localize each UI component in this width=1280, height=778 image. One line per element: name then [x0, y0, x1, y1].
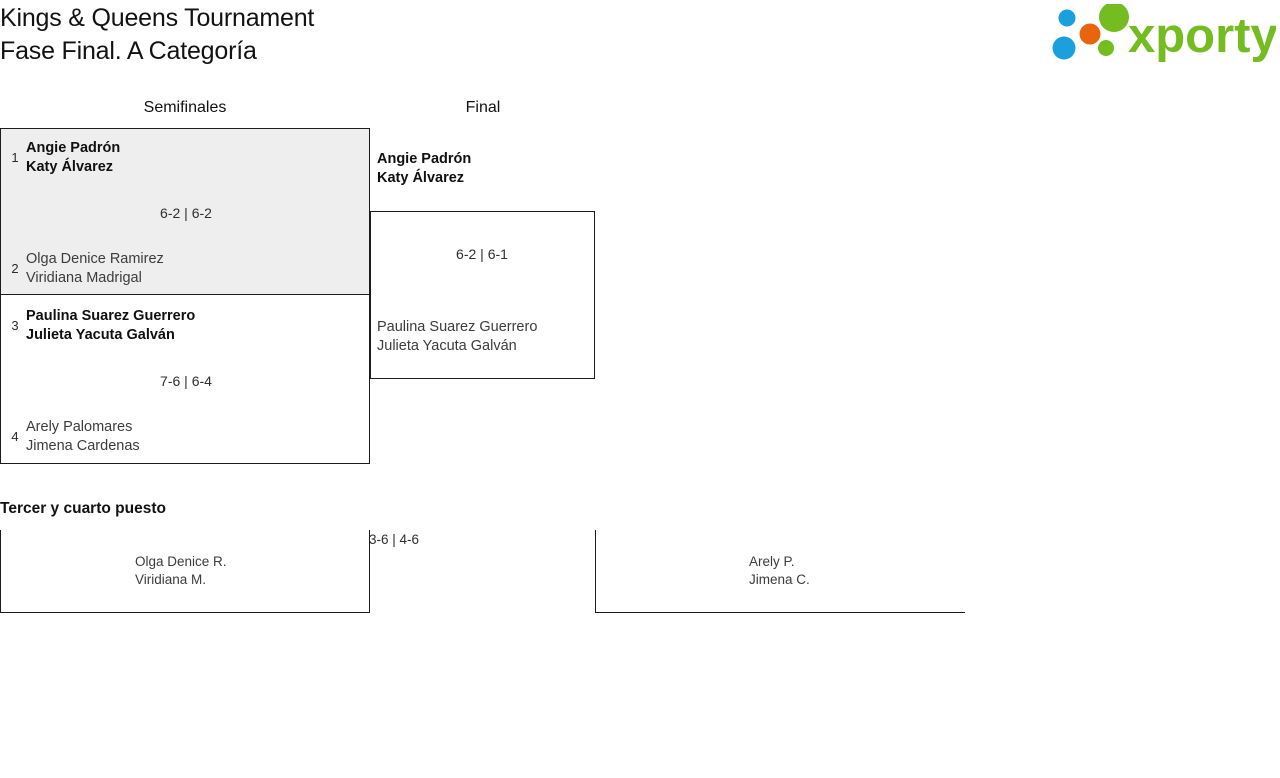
player-name: Julieta Yacuta Galván	[26, 327, 175, 343]
logo-dot-blue-top	[1058, 9, 1076, 27]
player-name: Angie Padrón	[26, 140, 121, 156]
third-place-team-right: Arely P. Jimena C.	[749, 553, 810, 588]
xporty-logo[interactable]: xporty	[1050, 4, 1276, 68]
third-place-bracket-right[interactable]	[595, 530, 965, 613]
player-name: Paulina Suarez Guerrero	[377, 319, 538, 335]
player-name: Paulina Suarez Guerrero	[26, 308, 196, 324]
team-name-winner: Paulina Suarez Guerrero Julieta Yacuta G…	[26, 307, 195, 345]
match-score: 7-6 | 6-4	[160, 373, 212, 389]
third-place-bracket-left[interactable]	[0, 530, 370, 613]
page-title: Kings & Queens Tournament Fase Final. A …	[0, 2, 800, 68]
final-team-winner: Angie Padrón Katy Álvarez	[377, 150, 471, 188]
seed-number: 4	[11, 429, 19, 444]
tournament-name: Kings & Queens Tournament	[0, 4, 315, 32]
player-name: Jimena C.	[749, 571, 810, 587]
player-name: Viridiana Madrigal	[26, 270, 142, 286]
final-team-loser: Paulina Suarez Guerrero Julieta Yacuta G…	[377, 318, 537, 356]
logo-wordmark: xporty	[1128, 9, 1276, 63]
logo-dot-orange	[1079, 23, 1101, 45]
final-match-score: 6-2 | 6-1	[456, 246, 508, 262]
final-match[interactable]	[370, 211, 595, 379]
xporty-logo-graphic: xporty	[1052, 4, 1276, 63]
team-name-winner: Angie Padrón Katy Álvarez	[26, 139, 120, 177]
seed-number: 1	[11, 150, 19, 165]
third-place-team-left: Olga Denice R. Viridiana M.	[135, 553, 227, 588]
player-name: Viridiana M.	[135, 571, 207, 587]
seed-number: 3	[11, 318, 19, 333]
player-name: Katy Álvarez	[377, 170, 465, 186]
semifinal-match-1[interactable]: 1 Angie Padrón Katy Álvarez 6-2 | 6-2 2 …	[0, 128, 370, 295]
team-name-loser: Arely Palomares Jimena Cardenas	[26, 418, 140, 456]
player-name: Olga Denice Ramirez	[26, 251, 164, 267]
match-score: 6-2 | 6-2	[160, 205, 212, 221]
player-name: Jimena Cardenas	[26, 438, 140, 454]
semifinal-match-2[interactable]: 3 Paulina Suarez Guerrero Julieta Yacuta…	[0, 294, 370, 464]
player-name: Angie Padrón	[377, 151, 472, 167]
seed-number: 2	[11, 261, 19, 276]
logo-dot-green-large	[1099, 4, 1129, 32]
logo-dot-green-small	[1098, 40, 1114, 56]
player-name: Katy Álvarez	[26, 159, 114, 175]
tournament-phase: Fase Final. A Categoría	[0, 37, 257, 65]
player-name: Arely P.	[749, 554, 795, 569]
player-name: Arely Palomares	[26, 419, 133, 435]
logo-dot-blue-bottom	[1052, 36, 1076, 60]
round-header-final: Final	[465, 99, 501, 116]
third-place-heading: Tercer y cuarto puesto	[0, 500, 166, 517]
player-name: Olga Denice R.	[135, 554, 227, 569]
round-header-semifinals: Semifinales	[143, 99, 227, 116]
player-name: Julieta Yacuta Galván	[377, 338, 517, 354]
team-name-loser: Olga Denice Ramirez Viridiana Madrigal	[26, 250, 164, 288]
third-place-score: 3-6 | 4-6	[369, 532, 420, 547]
